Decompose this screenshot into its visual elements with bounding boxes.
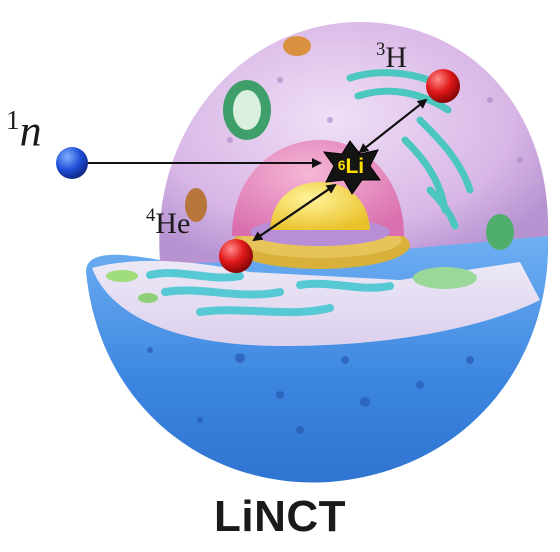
vesicle-left bbox=[185, 188, 207, 222]
neutron-label: 1n bbox=[6, 104, 42, 156]
tritium-arrow-back bbox=[358, 99, 427, 154]
tritium-symbol: H bbox=[385, 41, 407, 74]
diagram-caption: LiNCT bbox=[213, 492, 347, 541]
tritium-mass-number: 3 bbox=[376, 39, 386, 61]
lithium-mass-number: 6 bbox=[337, 158, 346, 174]
helium-symbol: He bbox=[155, 207, 191, 240]
nucleolus bbox=[270, 182, 370, 230]
neutron-symbol: n bbox=[19, 106, 42, 156]
vacuole-right bbox=[413, 267, 477, 289]
lithium-symbol: Li bbox=[345, 155, 365, 178]
chloroplast-right bbox=[486, 214, 514, 250]
reaction-arrows bbox=[88, 98, 428, 242]
lithium-star-marker bbox=[322, 140, 381, 195]
neutron-mass-number: 1 bbox=[6, 104, 20, 135]
helium-arrow-back bbox=[253, 183, 337, 241]
tritium-label: 3H bbox=[376, 39, 407, 74]
membrane-dots bbox=[147, 347, 474, 434]
neutron-particle bbox=[56, 147, 88, 179]
vesicle-top bbox=[283, 36, 311, 56]
endoplasmic-reticulum bbox=[146, 268, 394, 317]
helium-label: 4He bbox=[146, 205, 191, 240]
helium-particle bbox=[219, 239, 253, 273]
helium-mass-number: 4 bbox=[146, 205, 156, 227]
tritium-particle bbox=[426, 69, 460, 103]
